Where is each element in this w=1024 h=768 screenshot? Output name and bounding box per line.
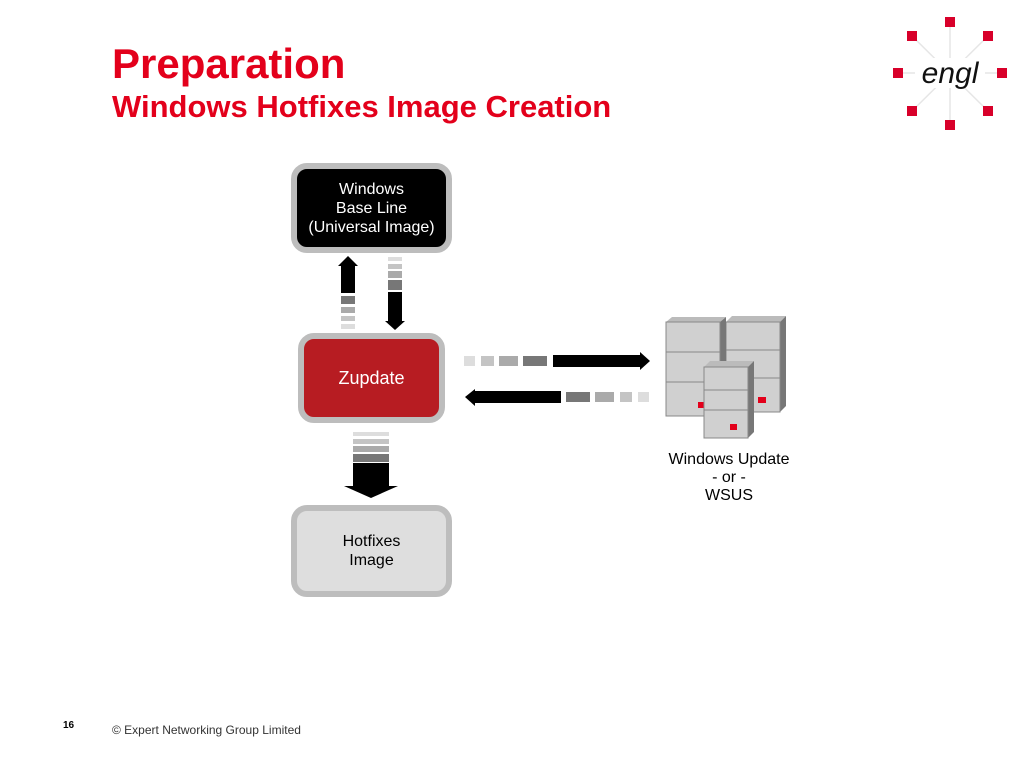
node-label: Windows Base Line (Universal Image) [308, 180, 435, 236]
arrow-down-to-hotfixes [344, 432, 398, 498]
copyright: © Expert Networking Group Limited [112, 723, 301, 737]
arrow-up-to-baseline [338, 256, 358, 329]
arrow-right-to-server [464, 352, 650, 370]
slide-title: Preparation [112, 40, 346, 87]
slide-subtitle: Windows Hotfixes Image Creation [112, 89, 612, 124]
svg-text:engl: engl [922, 57, 980, 90]
hotfixes-image-node: Hotfixes Image [291, 505, 452, 597]
page-number: 16 [63, 720, 75, 731]
node-label: Hotfixes Image [342, 533, 401, 569]
server-icon [665, 316, 786, 439]
node-label: Zupdate [338, 367, 405, 388]
engl-logo: engl [893, 17, 1007, 130]
arrow-down-to-zupdate [385, 257, 405, 330]
server-tower [703, 361, 754, 439]
zupdate-node: Zupdate [298, 333, 445, 423]
windows-base-line-node: Windows Base Line (Universal Image) [291, 163, 452, 253]
arrow-left-to-zupdate [465, 389, 649, 406]
server-label: Windows Update - or - WSUS [668, 451, 790, 504]
